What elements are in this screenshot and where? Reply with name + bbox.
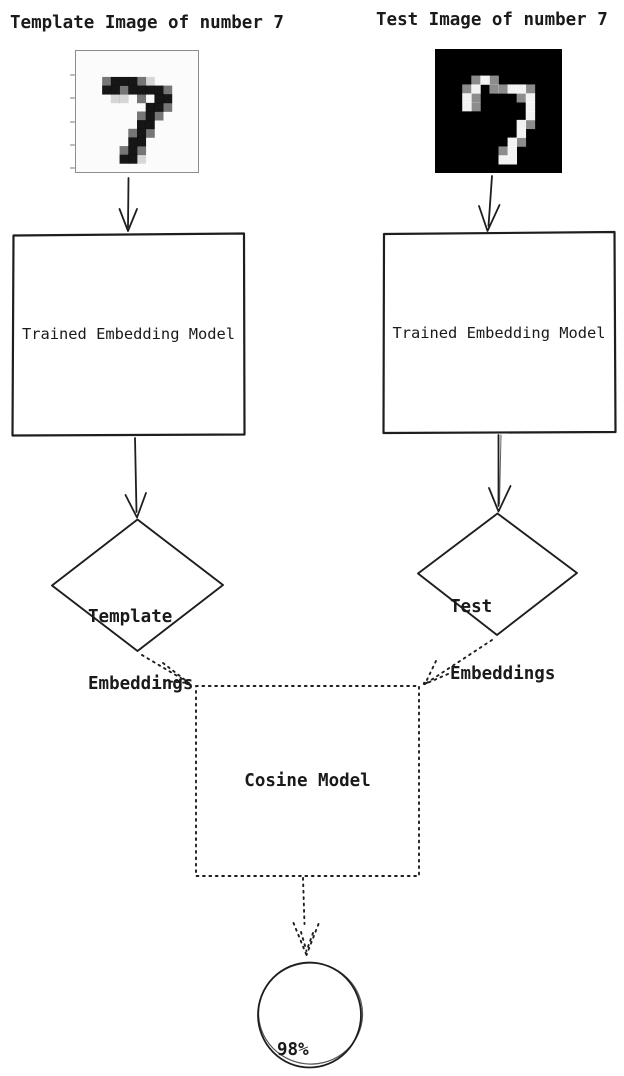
template-model-label-text: Trained Embedding Model (21, 325, 236, 343)
similarity-result-label: 98% similar (277, 993, 351, 1076)
arrow-model-to-test-embeddings-2 (499, 434, 502, 505)
similarity-result-line1: 98% (277, 1040, 309, 1060)
dotted-arrow-tip-dot (422, 681, 427, 686)
cosine-model-box (195, 685, 420, 877)
dotted-arrow-template-to-cosine-headA (162, 662, 190, 684)
arrow-model-to-template-embeddings (134, 437, 138, 513)
dotted-arrow-test-to-cosine (424, 639, 493, 685)
arrow-model-to-template-embeddings-head (124, 492, 147, 519)
arrow-model-to-test-embeddings-head (488, 485, 512, 513)
template-embeddings-label: Template Embeddings (88, 561, 193, 740)
cosine-model-label-text: Cosine Model (244, 771, 371, 791)
dotted-arrow-test-to-cosine-headA (424, 660, 437, 685)
result-circle-sketch-stroke (257, 962, 364, 1065)
template-embeddings-line2: Embeddings (88, 674, 194, 695)
test-model-label: Trained Embedding Model (383, 232, 615, 433)
test-embeddings-diamond (417, 512, 578, 636)
test-digit-image (435, 49, 562, 173)
test-embeddings-label: Test Embeddings (450, 551, 555, 730)
test-model-box (382, 230, 617, 435)
dotted-arrow-cosine-to-result (302, 877, 306, 925)
dotted-arrow-test-to-cosine-headB (424, 673, 449, 685)
arrow-test-image-to-model-head (478, 204, 501, 232)
dotted-arrow-cosine-to-result-outer-head (292, 922, 320, 956)
arrow-test-image-to-model (487, 175, 493, 227)
template-embeddings-diamond (51, 518, 224, 652)
template-image-title: Template Image of number 7 (10, 13, 284, 33)
arrow-template-image-to-model-head (118, 208, 138, 232)
template-digit-image (75, 50, 199, 173)
dotted-arrow-template-to-cosine-headB (163, 680, 190, 684)
template-image-ticks (70, 74, 75, 169)
dotted-arrow-template-to-cosine (141, 654, 190, 684)
arrow-template-image-to-model (127, 177, 130, 228)
template-embeddings-line1: Template (88, 606, 173, 627)
cosine-model-label: Cosine Model (196, 686, 419, 876)
test-embeddings-line1: Test (450, 596, 493, 617)
test-image-title: Test Image of number 7 (376, 10, 608, 30)
test-model-label-text: Trained Embedding Model (392, 323, 606, 342)
test-embeddings-line2: Embeddings (450, 664, 556, 685)
template-model-label: Trained Embedding Model (12, 233, 245, 435)
template-model-box (11, 232, 246, 437)
